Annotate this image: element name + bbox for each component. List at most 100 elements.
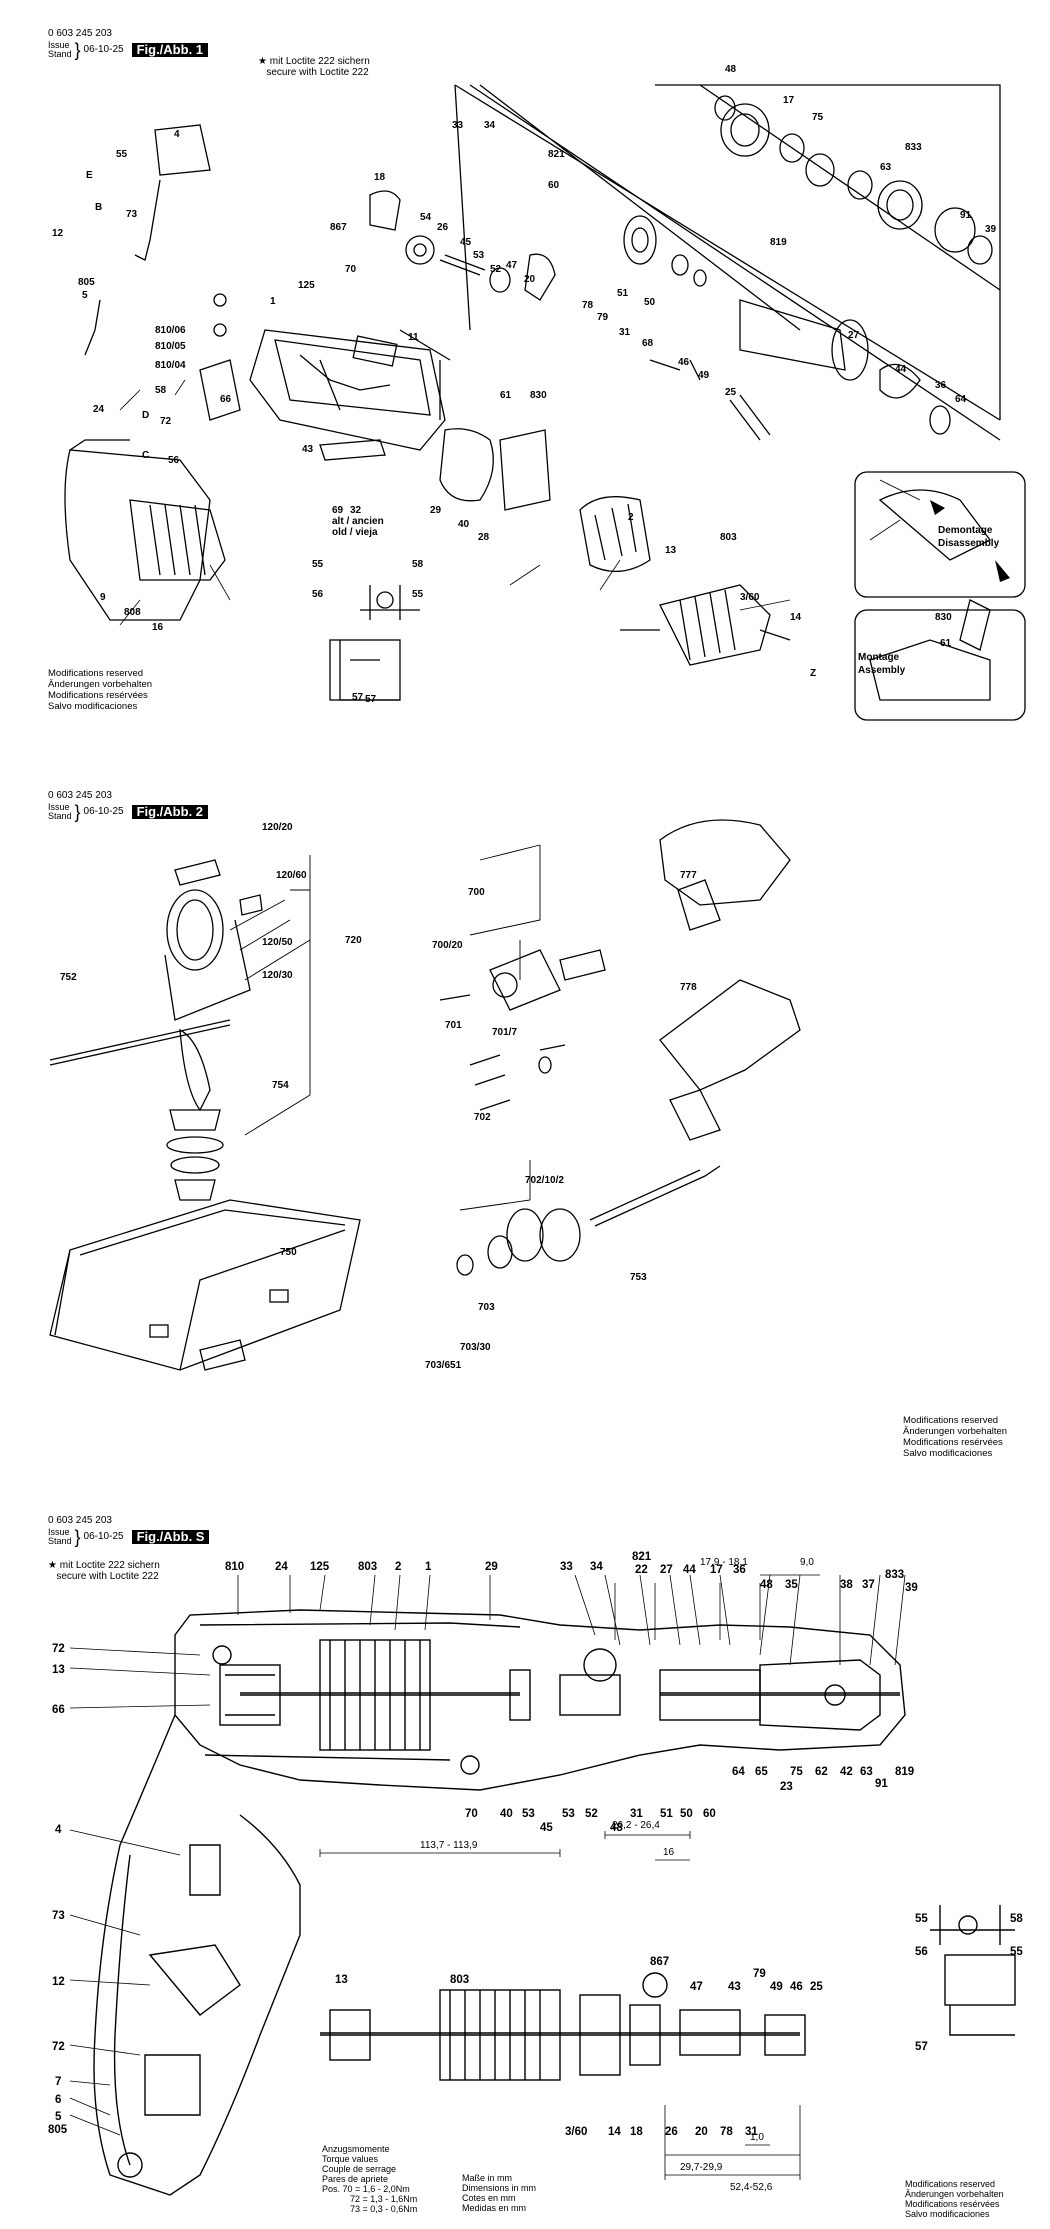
label-6: 6: [55, 2094, 61, 2106]
star-icon: ★: [48, 1560, 57, 1571]
label-31-lower: 31: [745, 2126, 758, 2138]
callout-20: 20: [524, 274, 536, 285]
montage-label: Montage: [858, 652, 900, 663]
modifications-note: Modifications reserved Änderungen vorbeh…: [905, 2179, 1004, 2219]
dim-9-0: 9,0: [800, 1557, 814, 1568]
dim-29-7: 29,7-29,9: [680, 2162, 723, 2173]
callout-16: 16: [152, 622, 164, 633]
callout-9: 9: [100, 592, 106, 603]
wiring-57: 57: [352, 692, 364, 703]
label-20: 20: [695, 2126, 708, 2138]
label-25: 25: [810, 1981, 823, 1993]
wiring-55: 55: [312, 559, 324, 570]
label-64: 64: [732, 1766, 745, 1778]
callout-700: 700: [468, 887, 485, 898]
callout-778: 778: [680, 982, 697, 993]
accessories-drawing: 120/20 120/60 120/50 120/30 720 752 754 …: [49, 819, 801, 1371]
callout-3-60: 3/60: [740, 592, 760, 603]
label-27: 27: [660, 1564, 673, 1576]
label-821: 821: [632, 1551, 652, 1563]
callout-821: 821: [548, 149, 565, 160]
label-78: 78: [720, 2126, 733, 2138]
callout-C: C: [142, 450, 149, 461]
callout-78: 78: [582, 300, 594, 311]
part-number: 0 603 245 203: [48, 28, 112, 39]
label-40: 40: [500, 1808, 513, 1820]
wiring-55b: 55: [1010, 1946, 1023, 1958]
callout-703: 703: [478, 1302, 495, 1313]
label-3-60: 3/60: [565, 2126, 587, 2138]
wiring-56: 56: [915, 1946, 928, 1958]
callout-120-20: 120/20: [262, 822, 293, 833]
issue-label: Issue: [48, 40, 70, 50]
callout-53: 53: [473, 250, 485, 261]
label-50: 50: [680, 1808, 693, 1820]
callout-703-30: 703/30: [460, 1342, 491, 1353]
callout-63: 63: [880, 162, 892, 173]
callout-701-7: 701/7: [492, 1027, 517, 1038]
callout-72: 72: [160, 416, 172, 427]
callout-26: 26: [437, 222, 449, 233]
modifications-note: Modifications reserved Änderungen vorbeh…: [48, 668, 153, 712]
wiring-57: 57: [915, 2041, 928, 2053]
callout-810-05: 810/05: [155, 341, 186, 352]
callout-125: 125: [298, 280, 315, 291]
label-2: 2: [395, 1561, 401, 1573]
callout-75: 75: [812, 112, 824, 123]
issue-date: 06-10-25: [83, 44, 124, 55]
label-60: 60: [703, 1808, 716, 1820]
callout-66: 66: [220, 394, 232, 405]
label-48: 48: [760, 1579, 773, 1591]
callout-701: 701: [445, 1020, 462, 1031]
callout-120-60: 120/60: [276, 870, 307, 881]
callout-805: 805: [78, 277, 95, 288]
label-1: 1: [425, 1561, 432, 1573]
callout-45: 45: [460, 237, 472, 248]
callout-830: 830: [530, 390, 547, 401]
label-803: 803: [358, 1561, 377, 1573]
callout-60: 60: [548, 180, 560, 191]
callout-17: 17: [783, 95, 795, 106]
exploded-drawing-1: 48 17 75 833 63 91 39 33 34 821 60 819 2…: [52, 64, 1026, 721]
callout-24: 24: [93, 404, 105, 415]
label-4: 4: [55, 1824, 62, 1836]
label-35: 35: [785, 1579, 798, 1591]
dim-113-7: 113,7 - 113,9: [420, 1840, 478, 1851]
label-31: 31: [630, 1808, 643, 1820]
figure-title: Fig./Abb. 1: [131, 43, 209, 57]
callout-alt-ancien: alt / ancien: [332, 516, 384, 527]
label-7: 7: [55, 2076, 61, 2088]
callout-1: 1: [270, 296, 276, 307]
callout-25: 25: [725, 387, 737, 398]
callout-43: 43: [302, 444, 314, 455]
callout-28: 28: [478, 532, 490, 543]
label-805: 805: [48, 2124, 68, 2136]
callout-61-box: 61: [940, 638, 952, 649]
callout-754: 754: [272, 1080, 289, 1091]
callout-Z: Z: [810, 668, 816, 679]
callout-867: 867: [330, 222, 347, 233]
label-46: 46: [790, 1981, 803, 1993]
label-70: 70: [465, 1808, 478, 1820]
label-26: 26: [665, 2126, 678, 2138]
callout-12: 12: [52, 228, 64, 239]
figure-title: Fig./Abb. 2: [131, 805, 209, 819]
callout-79: 79: [597, 312, 609, 323]
callout-56: 56: [168, 455, 180, 466]
callout-48: 48: [725, 64, 737, 75]
label-48b: 48: [610, 1822, 623, 1834]
callout-5: 5: [82, 290, 88, 301]
label-34: 34: [590, 1561, 603, 1573]
wiring-55: 55: [915, 1913, 928, 1925]
label-42: 42: [840, 1766, 853, 1778]
callout-777: 777: [680, 870, 697, 881]
modifications-note: Modifications reserved Änderungen vorbeh…: [903, 1415, 1008, 1459]
callout-720: 720: [345, 935, 362, 946]
label-29: 29: [485, 1561, 498, 1573]
loctite-note: ★ mit Loctite 222 sichern secure with Lo…: [258, 56, 370, 78]
callout-14: 14: [790, 612, 802, 623]
label-33: 33: [560, 1561, 573, 1573]
